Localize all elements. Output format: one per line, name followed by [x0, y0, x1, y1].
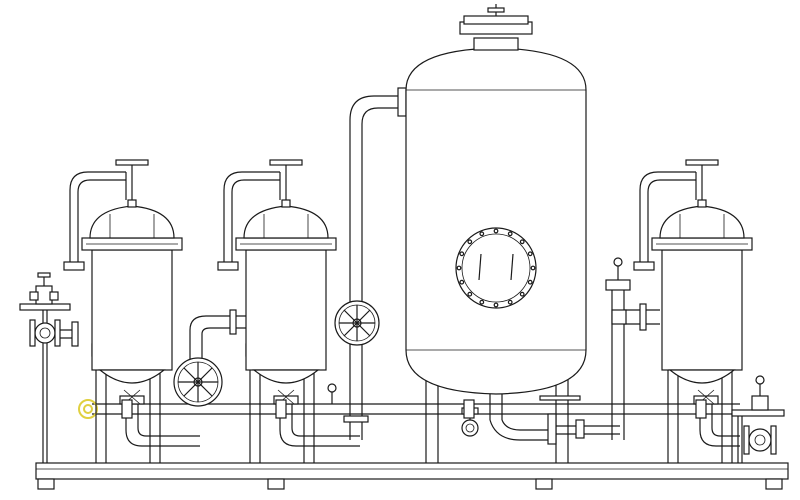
- manway-bolt: [459, 279, 465, 285]
- manway-bolt: [527, 279, 533, 285]
- header-fittings: [121, 399, 707, 419]
- skid-base-frame: [35, 462, 789, 490]
- manway-bolt: [479, 299, 485, 305]
- crossover-pipe-1-2: [189, 309, 246, 372]
- main-pressure-vessel: [405, 4, 620, 463]
- manway-bolt: [530, 265, 536, 271]
- filter-housing-2: [217, 159, 360, 463]
- tank-inlet-riser: [343, 87, 407, 440]
- filter-housing-3: [605, 159, 753, 463]
- manway-bolt: [479, 231, 485, 237]
- pressure-gauge-icon: [613, 257, 623, 280]
- highlighted-flange-icon: [78, 399, 98, 419]
- manway-bolt: [456, 265, 462, 271]
- manway-bolt: [493, 228, 499, 234]
- filter-housing-1: [63, 159, 200, 463]
- manway-bolt: [519, 239, 525, 245]
- manway-bolt: [467, 239, 473, 245]
- manway-bolt: [459, 251, 465, 257]
- right-outlet-stand: [731, 395, 785, 463]
- inlet-check-valve-icon: [29, 319, 79, 347]
- manway-bolt: [493, 302, 499, 308]
- manway-bolt: [507, 299, 513, 305]
- manway-bolt: [527, 251, 533, 257]
- pressure-gauge-icon: [755, 375, 765, 396]
- manway-bolt: [467, 291, 473, 297]
- handwheel-valve-icon[interactable]: [173, 357, 223, 407]
- main-header-pipe: [92, 403, 740, 415]
- outlet-check-valve-icon: [743, 425, 777, 455]
- handwheel-valve-icon[interactable]: [334, 300, 380, 346]
- manway-hatch-icon: [455, 227, 537, 309]
- left-instrument-stand: [19, 272, 98, 463]
- manway-bolt: [507, 231, 513, 237]
- pressure-gauge-icon: [327, 383, 337, 404]
- manway-bolt: [519, 291, 525, 297]
